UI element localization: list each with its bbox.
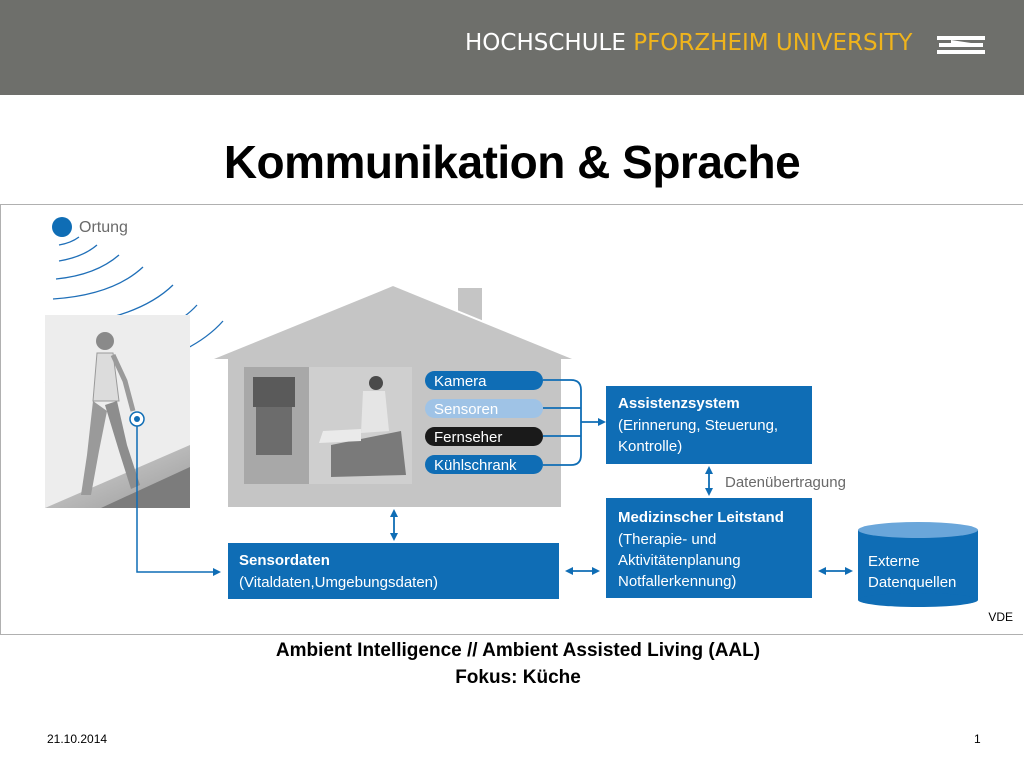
sensordaten-line: (Vitaldaten,Umgebungsdaten) (239, 574, 438, 591)
external-line-2: Datenquellen (868, 574, 956, 591)
house-item-kamera: Kamera (425, 371, 543, 390)
header-bar: HOCHSCHULE PFORZHEIM UNIVERSITY (0, 0, 1024, 95)
university-logo: HOCHSCHULE PFORZHEIM UNIVERSITY (465, 30, 912, 56)
house-item-kuehlschrank: Kühlschrank (425, 455, 543, 474)
diagram-frame: Ortung (0, 204, 1023, 635)
leitstand-line-3: Notfallerkennung) (618, 573, 736, 590)
source-label: VDE (988, 610, 1013, 624)
slide-title: Kommunikation & Sprache (223, 136, 801, 188)
footer-page-number: 1 (974, 732, 981, 746)
house-items-connector (543, 379, 606, 466)
logo-text-pforzheim: PFORZHEIM UNIVERSITY (633, 30, 913, 56)
house-item-kuehlschrank-label: Kühlschrank (434, 457, 517, 474)
aal-diagram: Ortung (44, 217, 1013, 624)
caption-line-1: Ambient Intelligence // Ambient Assisted… (275, 640, 761, 661)
sensordaten-title: Sensordaten (239, 552, 330, 569)
ortung-label: Ortung (79, 219, 128, 236)
house-item-fernseher: Fernseher (425, 427, 543, 446)
sensordaten-box: Sensordaten (Vitaldaten,Umgebungsdaten) (228, 543, 559, 599)
assistenzsystem-line-1: (Erinnerung, Steuerung, (618, 417, 778, 434)
house-item-sensoren-label: Sensoren (434, 401, 498, 418)
assistenzsystem-box: Assistenzsystem (Erinnerung, Steuerung, … (606, 386, 812, 464)
sensor-connection-arrow (136, 426, 221, 576)
leitstand-line-1: (Therapie- und (618, 531, 716, 548)
house-item-kamera-label: Kamera (434, 373, 487, 390)
datenuebertragung-label: Datenübertragung (725, 474, 846, 491)
house-item-fernseher-label: Fernseher (434, 429, 502, 446)
external-datasources-cylinder: Externe Datenquellen (858, 522, 978, 607)
leitstand-box: Medizinscher Leitstand (Therapie- und Ak… (606, 498, 812, 598)
caption-line-2: Fokus: Küche (455, 667, 581, 688)
external-line-1: Externe (868, 553, 920, 570)
assistenzsystem-line-2: Kontrolle) (618, 438, 682, 455)
footer-date: 21.10.2014 (47, 732, 108, 746)
location-dot-icon (52, 217, 72, 237)
living-room-photo (244, 367, 412, 484)
body-sensor-dot (134, 416, 140, 422)
assistenzsystem-title: Assistenzsystem (618, 395, 740, 412)
leitstand-title: Medizinscher Leitstand (618, 509, 784, 526)
walking-person-image (45, 315, 190, 508)
logo-text-hochschule: HOCHSCHULE (465, 30, 634, 56)
leitstand-line-2: Aktivitätenplanung (618, 552, 741, 569)
house-item-sensoren: Sensoren (425, 399, 543, 418)
flag-stripes-icon (937, 36, 985, 54)
